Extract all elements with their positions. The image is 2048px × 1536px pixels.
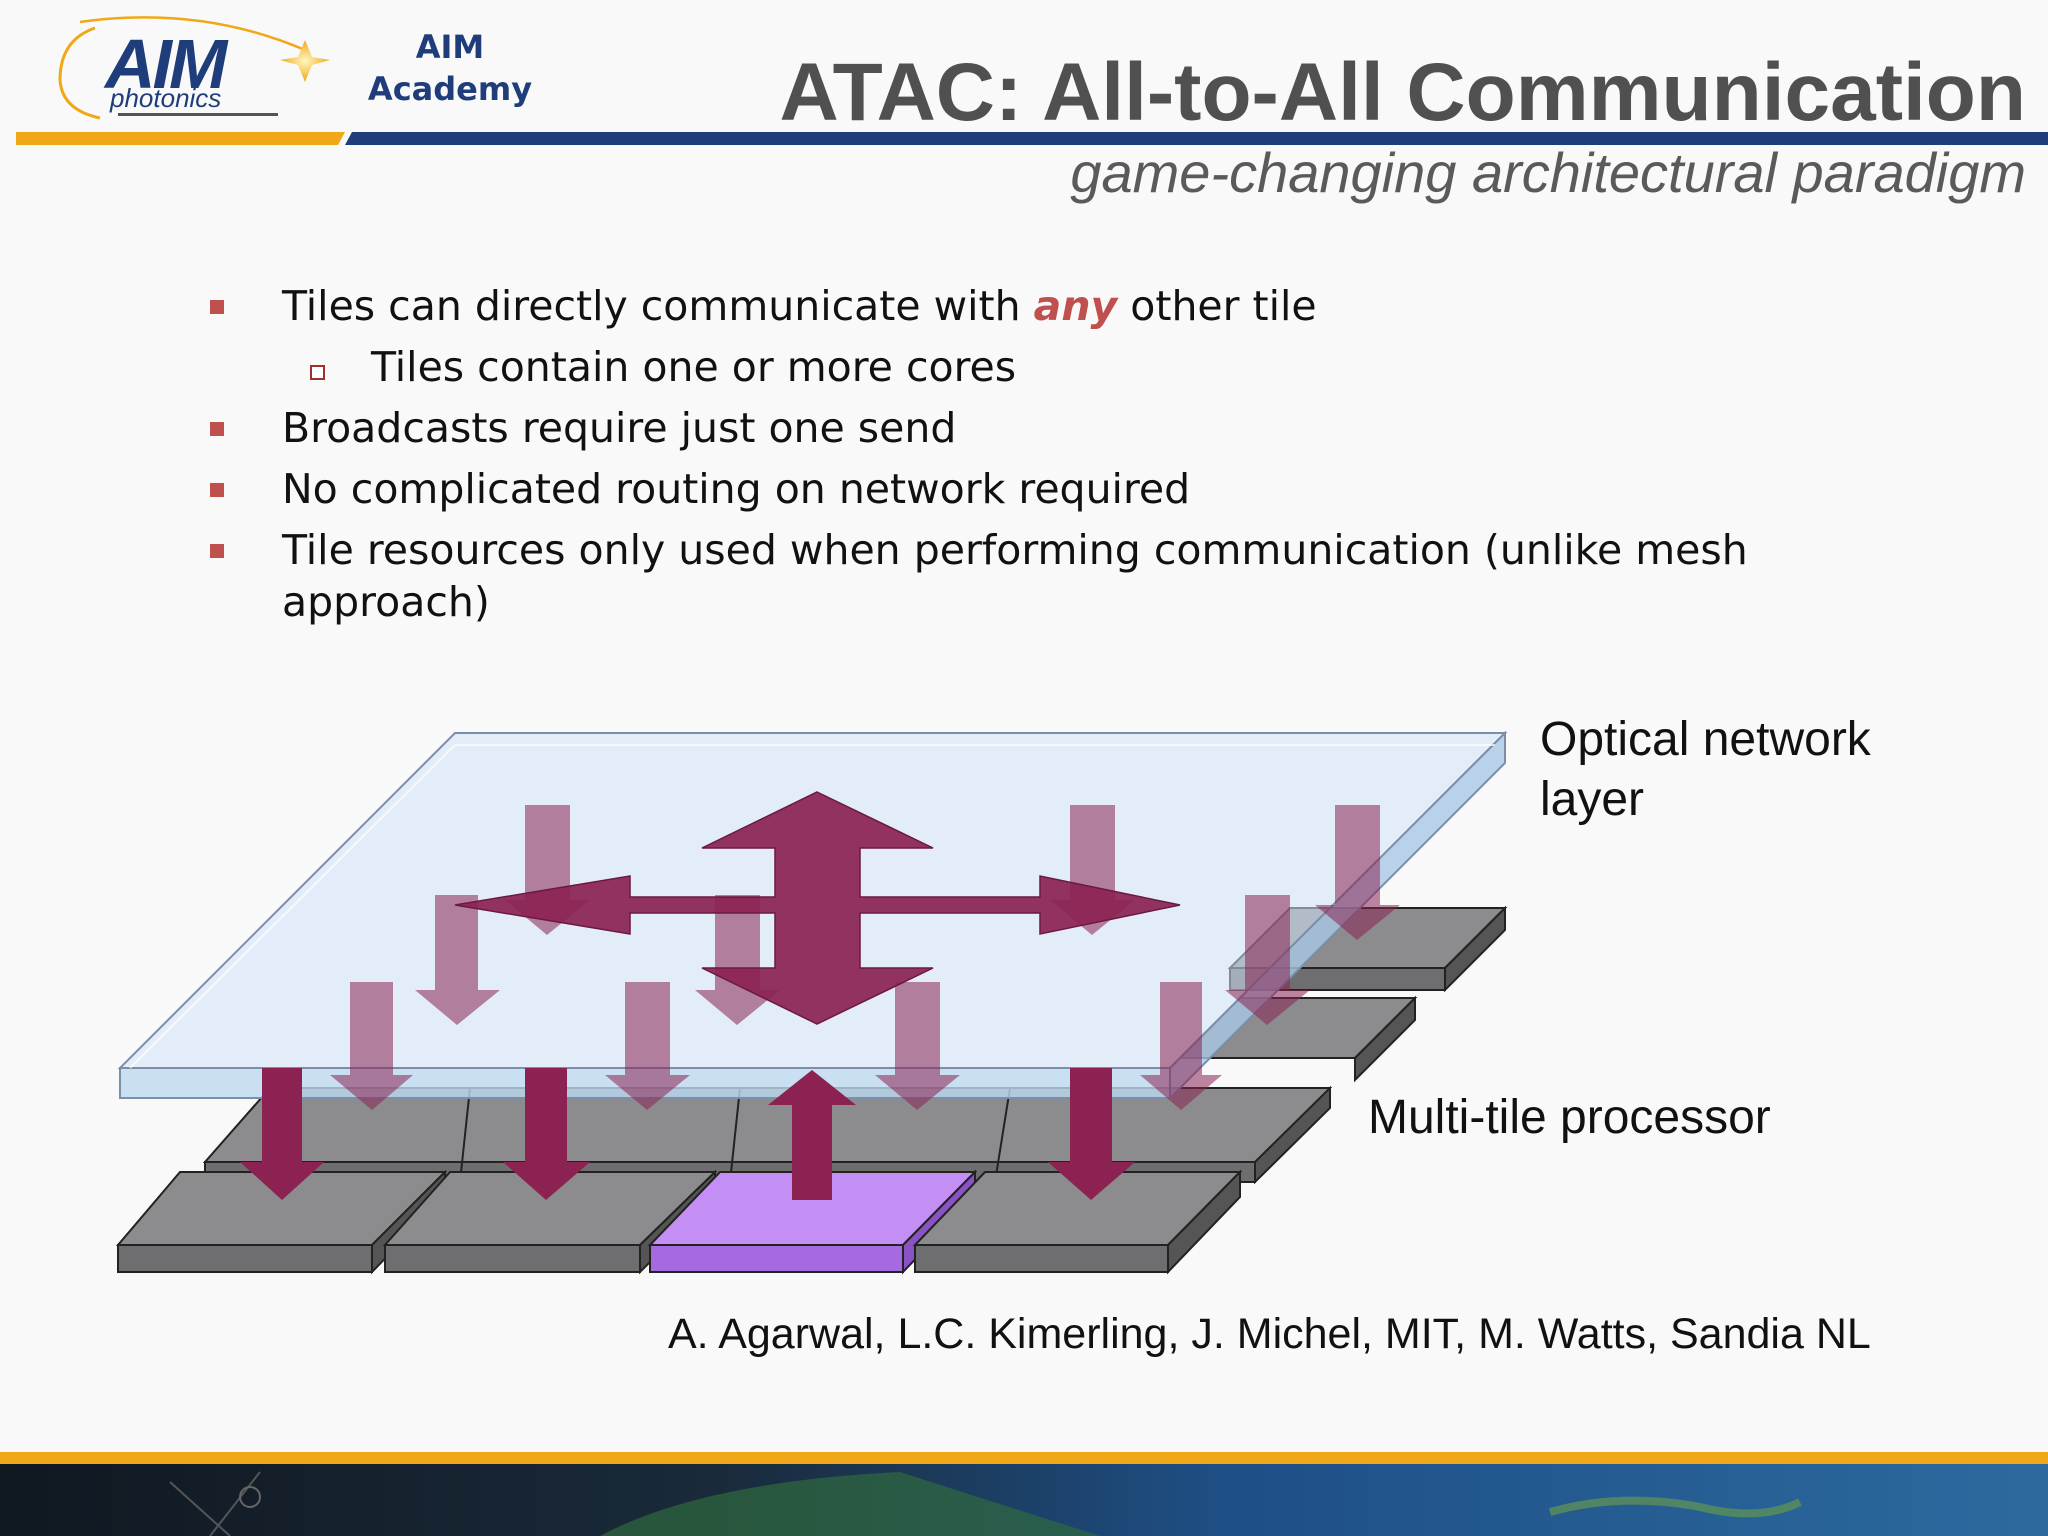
slide-title: ATAC: All-to-All Communication [779,47,2026,138]
academy-line-2: Academy [367,70,533,108]
processor-label: Multi-tile processor [1368,1091,1771,1144]
hollow-square-bullet-icon [310,365,325,380]
bullet-text: other tile [1117,282,1317,330]
citation: A. Agarwal, L.C. Kimerling, J. Michel, M… [668,1310,1871,1358]
front-arrows [240,1068,1135,1200]
aim-academy-label: AIM Academy [360,26,540,110]
sub-bullet-item: Tiles contain one or more cores [200,341,1800,393]
svg-text:AIM: AIM [103,25,229,103]
slide-subtitle: game-changing architectural paradigm [1070,141,2026,204]
bullet-item: Broadcasts require just one send [200,402,1800,454]
square-bullet-icon [210,300,224,314]
broadcast-arrow [454,791,1181,1025]
bullet-text: Tiles contain one or more cores [371,343,1017,391]
academy-line-1: AIM [415,28,485,66]
header-rule [16,132,2048,145]
square-bullet-icon [210,422,224,436]
bullet-item: No complicated routing on network requir… [200,463,1800,515]
bullet-text: Broadcasts require just one send [282,404,957,452]
tile-row-front [115,1169,1243,1275]
bullet-item: Tiles can directly communicate with any … [200,280,1800,332]
svg-text:photonics: photonics [109,83,221,113]
bullet-item: Tile resources only used when performing… [200,524,1800,628]
aim-photonics-logo: AIM photonics [58,16,330,120]
square-bullet-icon [210,544,224,558]
atac-diagram [115,730,1508,1275]
up-arrow [768,1070,856,1200]
bullet-list: Tiles can directly communicate with any … [200,280,1800,637]
footer-banner [0,1452,2048,1536]
square-bullet-icon [210,483,224,497]
bullet-emphasis: any [1033,282,1118,330]
optical-layer-label: Optical network layer [1540,713,1871,826]
bullet-text: Tiles can directly communicate with [282,282,1034,330]
bullet-text: No complicated routing on network requir… [282,465,1191,513]
bullet-text: Tile resources only used when performing… [282,526,1748,626]
